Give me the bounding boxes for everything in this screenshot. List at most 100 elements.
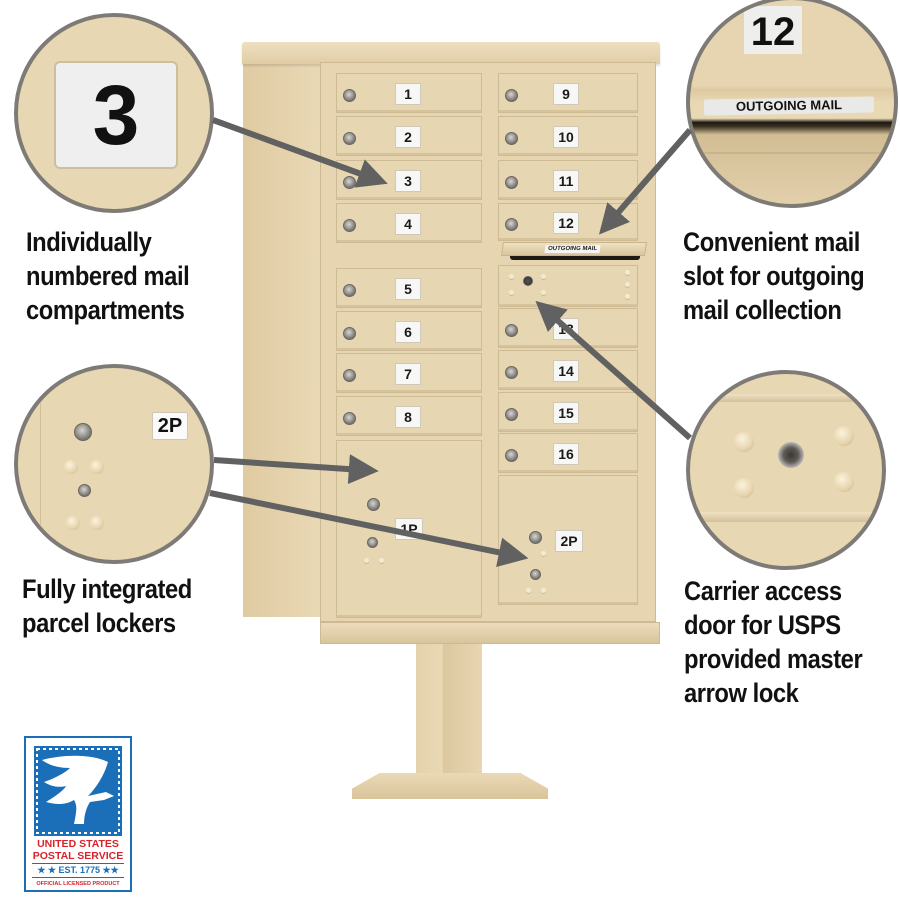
zoom-circle-numbered: 3	[14, 13, 214, 213]
caption-line: arrow lock	[684, 678, 799, 708]
door-number: 5	[395, 278, 421, 300]
lock-icon	[505, 176, 518, 189]
caption-line: provided master	[684, 644, 863, 674]
caption-line: parcel lockers	[22, 608, 176, 638]
rivet	[541, 588, 546, 593]
caption-line: Fully integrated	[22, 574, 192, 604]
mail-door-14[interactable]: 14	[498, 350, 638, 390]
mail-door-8[interactable]: 8	[336, 396, 482, 436]
lock-icon	[343, 327, 356, 340]
mail-door-7[interactable]: 7	[336, 353, 482, 393]
caption-numbered: Individually numbered mail compartments	[26, 225, 190, 327]
door-number: 10	[553, 126, 579, 148]
lock-icon	[343, 89, 356, 102]
rivet	[90, 460, 104, 474]
lock-icon	[343, 132, 356, 145]
rivet	[509, 274, 514, 279]
rivet	[90, 516, 104, 530]
slot-edge	[690, 152, 894, 154]
zoom-parcel-label: 2P	[152, 412, 188, 440]
caption-parcel: Fully integrated parcel lockers	[22, 572, 192, 640]
mail-door-3[interactable]: 3	[336, 160, 482, 200]
rivet	[734, 432, 754, 452]
rivet	[541, 551, 546, 556]
mail-door-2[interactable]: 2	[336, 116, 482, 156]
mail-door-10[interactable]: 10	[498, 116, 638, 156]
lock-icon	[343, 284, 356, 297]
door-number: 8	[395, 406, 421, 428]
master-arrow-lock-icon	[523, 276, 533, 286]
panel-rail	[690, 394, 882, 402]
lock-icon	[529, 531, 542, 544]
door-number: 14	[553, 360, 579, 382]
mail-door-15[interactable]: 15	[498, 392, 638, 432]
door-number: 2	[395, 126, 421, 148]
rivet	[66, 516, 80, 530]
caption-line: door for USPS	[684, 610, 841, 640]
outgoing-slot-opening	[510, 256, 640, 260]
door-number: 3	[395, 170, 421, 192]
door-number: 6	[395, 321, 421, 343]
mailbox-unit: 1 2 3 4 5 6 7 8 9 10 11 12	[240, 40, 660, 800]
number-plate	[54, 61, 178, 169]
rivet	[625, 270, 630, 275]
cabinet-base	[320, 622, 660, 644]
mail-door-6[interactable]: 6	[336, 311, 482, 351]
lock-icon	[505, 132, 518, 145]
rivet	[625, 294, 630, 299]
lock-icon	[505, 89, 518, 102]
rivet	[734, 478, 754, 498]
mail-door-12[interactable]: 12	[498, 203, 638, 241]
lock-icon	[367, 498, 380, 511]
lock-icon	[505, 449, 518, 462]
parcel-locker-1p[interactable]: 1P	[336, 440, 482, 618]
parcel-number: 2P	[555, 530, 583, 552]
mail-door-9[interactable]: 9	[498, 73, 638, 113]
caption-line: Convenient mail	[683, 227, 860, 257]
caption-line: numbered mail	[26, 261, 190, 291]
mail-door-5[interactable]: 5	[336, 268, 482, 308]
mail-door-1[interactable]: 1	[336, 73, 482, 113]
panel-edge	[40, 368, 41, 560]
lock-icon	[78, 484, 91, 497]
caption-carrier: Carrier access door for USPS provided ma…	[684, 574, 863, 710]
mail-door-16[interactable]: 16	[498, 433, 638, 473]
usps-licensed-logo: UNITED STATES POSTAL SERVICE ★ ★ EST. 17…	[24, 736, 132, 892]
usps-divider	[32, 863, 124, 864]
zoom-circle-parcel: 2P	[14, 364, 214, 564]
door-number: 4	[395, 213, 421, 235]
mail-door-4[interactable]: 4	[336, 203, 482, 243]
rivet	[64, 460, 78, 474]
usps-line1: UNITED STATES	[37, 838, 119, 850]
lock-icon	[74, 423, 92, 441]
mail-door-11[interactable]: 11	[498, 160, 638, 200]
door-number: 12	[553, 212, 579, 234]
rivet	[364, 558, 369, 563]
caption-line: Individually	[26, 227, 152, 257]
door-number: 7	[395, 363, 421, 385]
outgoing-mail-slot[interactable]: OUTGOING MAIL	[501, 242, 647, 256]
mail-door-13[interactable]: 13	[498, 308, 638, 348]
carrier-access-door[interactable]	[498, 265, 638, 307]
zoom-circle-carrier	[686, 370, 886, 570]
master-arrow-lock-icon	[778, 442, 804, 468]
rivet	[834, 426, 854, 446]
pedestal-base	[352, 773, 548, 799]
lock-icon	[343, 176, 356, 189]
lock-icon	[505, 408, 518, 421]
rivet	[834, 472, 854, 492]
usps-divider	[32, 877, 124, 878]
caption-outgoing: Convenient mail slot for outgoing mail c…	[683, 225, 865, 327]
cabinet-top	[242, 42, 660, 64]
lock-icon	[505, 218, 518, 231]
door-number: 11	[553, 170, 579, 192]
door-number: 13	[553, 318, 579, 340]
lock-icon	[505, 366, 518, 379]
number-plate-text: 3	[92, 68, 140, 162]
parcel-locker-2p[interactable]: 2P	[498, 475, 638, 605]
rivet	[379, 558, 384, 563]
lock-icon	[367, 537, 378, 548]
usps-stamp	[34, 746, 122, 836]
zoom-circle-outgoing: 12 OUTGOING MAIL	[686, 0, 898, 208]
usps-est: ★ ★ EST. 1775 ★★	[37, 865, 119, 875]
